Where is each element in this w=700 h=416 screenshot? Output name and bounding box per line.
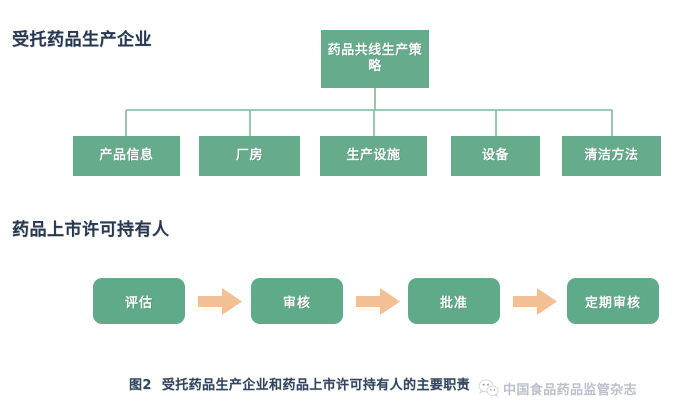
arrow-right-icon	[198, 288, 242, 315]
org-node-equipment: 设备	[451, 136, 540, 176]
org-node-plant: 厂房	[199, 136, 300, 176]
flow-step-approval: 批准	[408, 278, 500, 324]
watermark: 中国食品药品监管杂志	[478, 376, 637, 400]
flow-step-assessment: 评估	[93, 278, 185, 324]
arrow-right-icon	[513, 288, 557, 315]
org-node-product-information: 产品信息	[73, 136, 180, 176]
section-heading-mah: 药品上市许可持有人	[12, 220, 170, 240]
flow-step-review: 审核	[251, 278, 343, 324]
figure-caption-number: 图2	[129, 378, 152, 393]
section-heading-contract-manufacturer: 受托药品生产企业	[12, 30, 152, 50]
org-node-root: 药品共线生产策略	[321, 30, 429, 88]
watermark-label: 中国食品药品监管杂志	[503, 382, 638, 398]
wechat-logo-icon	[478, 379, 499, 397]
org-node-cleaning-method: 清洁方法	[562, 136, 661, 176]
flow-step-periodic-review: 定期审核	[567, 278, 659, 324]
org-node-production-facility: 生产设施	[320, 136, 427, 176]
figure-caption-text: 受托药品生产企业和药品上市许可持有人的主要职责	[161, 378, 471, 393]
figure-caption: 图2 受托药品生产企业和药品上市许可持有人的主要职责	[129, 378, 470, 394]
arrow-right-icon	[356, 288, 400, 315]
